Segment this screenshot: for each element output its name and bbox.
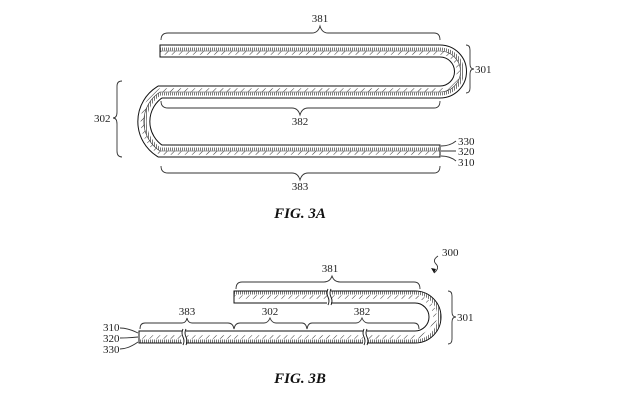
fig3b-braces (119, 255, 457, 350)
fig3b-caption: FIG. 3B (273, 371, 326, 387)
fig3a-label-381: 381 (312, 13, 329, 25)
fig3b-label-301: 301 (457, 312, 474, 324)
fig3b-label-382: 382 (354, 306, 371, 318)
fig3b-label-300: 300 (442, 247, 459, 259)
fig3a-label-302: 302 (94, 113, 111, 125)
fig3a-label-330: 330 (458, 136, 475, 148)
fig3a-label-382: 382 (292, 116, 309, 128)
fig3b-folded-strip (138, 290, 442, 344)
fig3b-label-310: 310 (103, 322, 120, 334)
fig3a-label-320: 320 (458, 146, 475, 158)
fig3b-label-320: 320 (103, 333, 120, 345)
fig3a-braces (112, 24, 475, 182)
fig3a-folded-strip (137, 44, 467, 158)
fig3a-label-310: 310 (458, 157, 475, 169)
fig3b-label-381: 381 (322, 263, 339, 275)
fig3b-label-302: 302 (262, 306, 279, 318)
fig3b-label-383: 383 (179, 306, 196, 318)
fig3b-label-330: 330 (103, 344, 120, 356)
fig3a-label-383: 383 (292, 181, 309, 193)
fig3b-break-marks (181, 288, 369, 346)
fig3a-label-301: 301 (475, 64, 492, 76)
fig3a-caption: FIG. 3A (273, 206, 326, 222)
